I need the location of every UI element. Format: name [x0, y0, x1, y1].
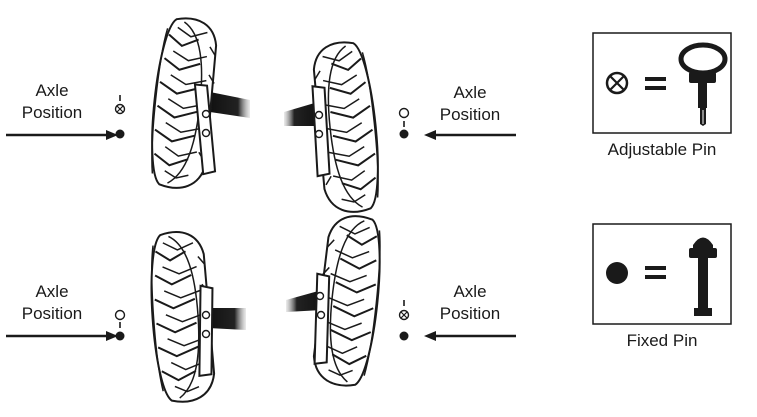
- row-2: [6, 212, 516, 405]
- axle-position-label: Axle Position: [10, 281, 94, 325]
- open-circle-icon: [398, 107, 410, 119]
- open-circle-icon: [114, 309, 126, 321]
- left-axle-symbols: [114, 309, 126, 341]
- legend-fixed-pin: [592, 223, 732, 325]
- left-wheel-assembly: [145, 229, 246, 405]
- adjustable-pin-caption: Adjustable Pin: [607, 140, 717, 159]
- axle-shaft: [286, 290, 322, 312]
- left-arrow: [6, 331, 118, 341]
- axle-shaft: [284, 102, 318, 126]
- circled-x-icon: [114, 103, 126, 115]
- axle-position-label: Axle Position: [428, 281, 512, 325]
- filled-dot-icon: [606, 262, 628, 284]
- fixed-pin-caption: Fixed Pin: [626, 331, 698, 350]
- label-line: Axle: [453, 83, 487, 102]
- filled-dot-icon: [115, 331, 125, 341]
- left-wheel-assembly: [144, 14, 250, 192]
- filled-dot-icon: [115, 129, 125, 139]
- label-line: Position: [21, 103, 83, 122]
- right-arrow: [424, 130, 516, 140]
- left-arrow: [6, 130, 118, 140]
- axle-shaft: [208, 308, 246, 330]
- label-line: Axle: [453, 282, 487, 301]
- circled-x-icon: [605, 71, 629, 95]
- fixed-pin-icon: [689, 237, 717, 316]
- filled-dot-icon: [399, 331, 409, 341]
- label-line: Position: [439, 105, 501, 124]
- legend-adjustable-pin: [592, 32, 732, 134]
- label-line: Axle: [35, 282, 69, 301]
- right-axle-symbols: [398, 107, 410, 139]
- label-line: Position: [21, 304, 83, 323]
- filled-dot-icon: [399, 129, 409, 139]
- equals-sign: [645, 266, 666, 279]
- circled-x-icon: [398, 309, 410, 321]
- label-line: Position: [439, 304, 501, 323]
- axle-position-label: Axle Position: [428, 82, 512, 126]
- equals-sign: [645, 77, 666, 90]
- right-axle-symbols: [398, 300, 410, 341]
- left-axle-symbols: [114, 95, 126, 139]
- right-wheel-assembly: [284, 38, 386, 216]
- row-1: [6, 14, 516, 216]
- adjustable-pin-icon: [678, 42, 728, 126]
- right-arrow: [424, 331, 516, 341]
- axle-position-label: Axle Position: [10, 80, 94, 124]
- right-wheel-assembly: [286, 212, 388, 390]
- label-line: Axle: [35, 81, 69, 100]
- axle-shaft: [210, 92, 250, 118]
